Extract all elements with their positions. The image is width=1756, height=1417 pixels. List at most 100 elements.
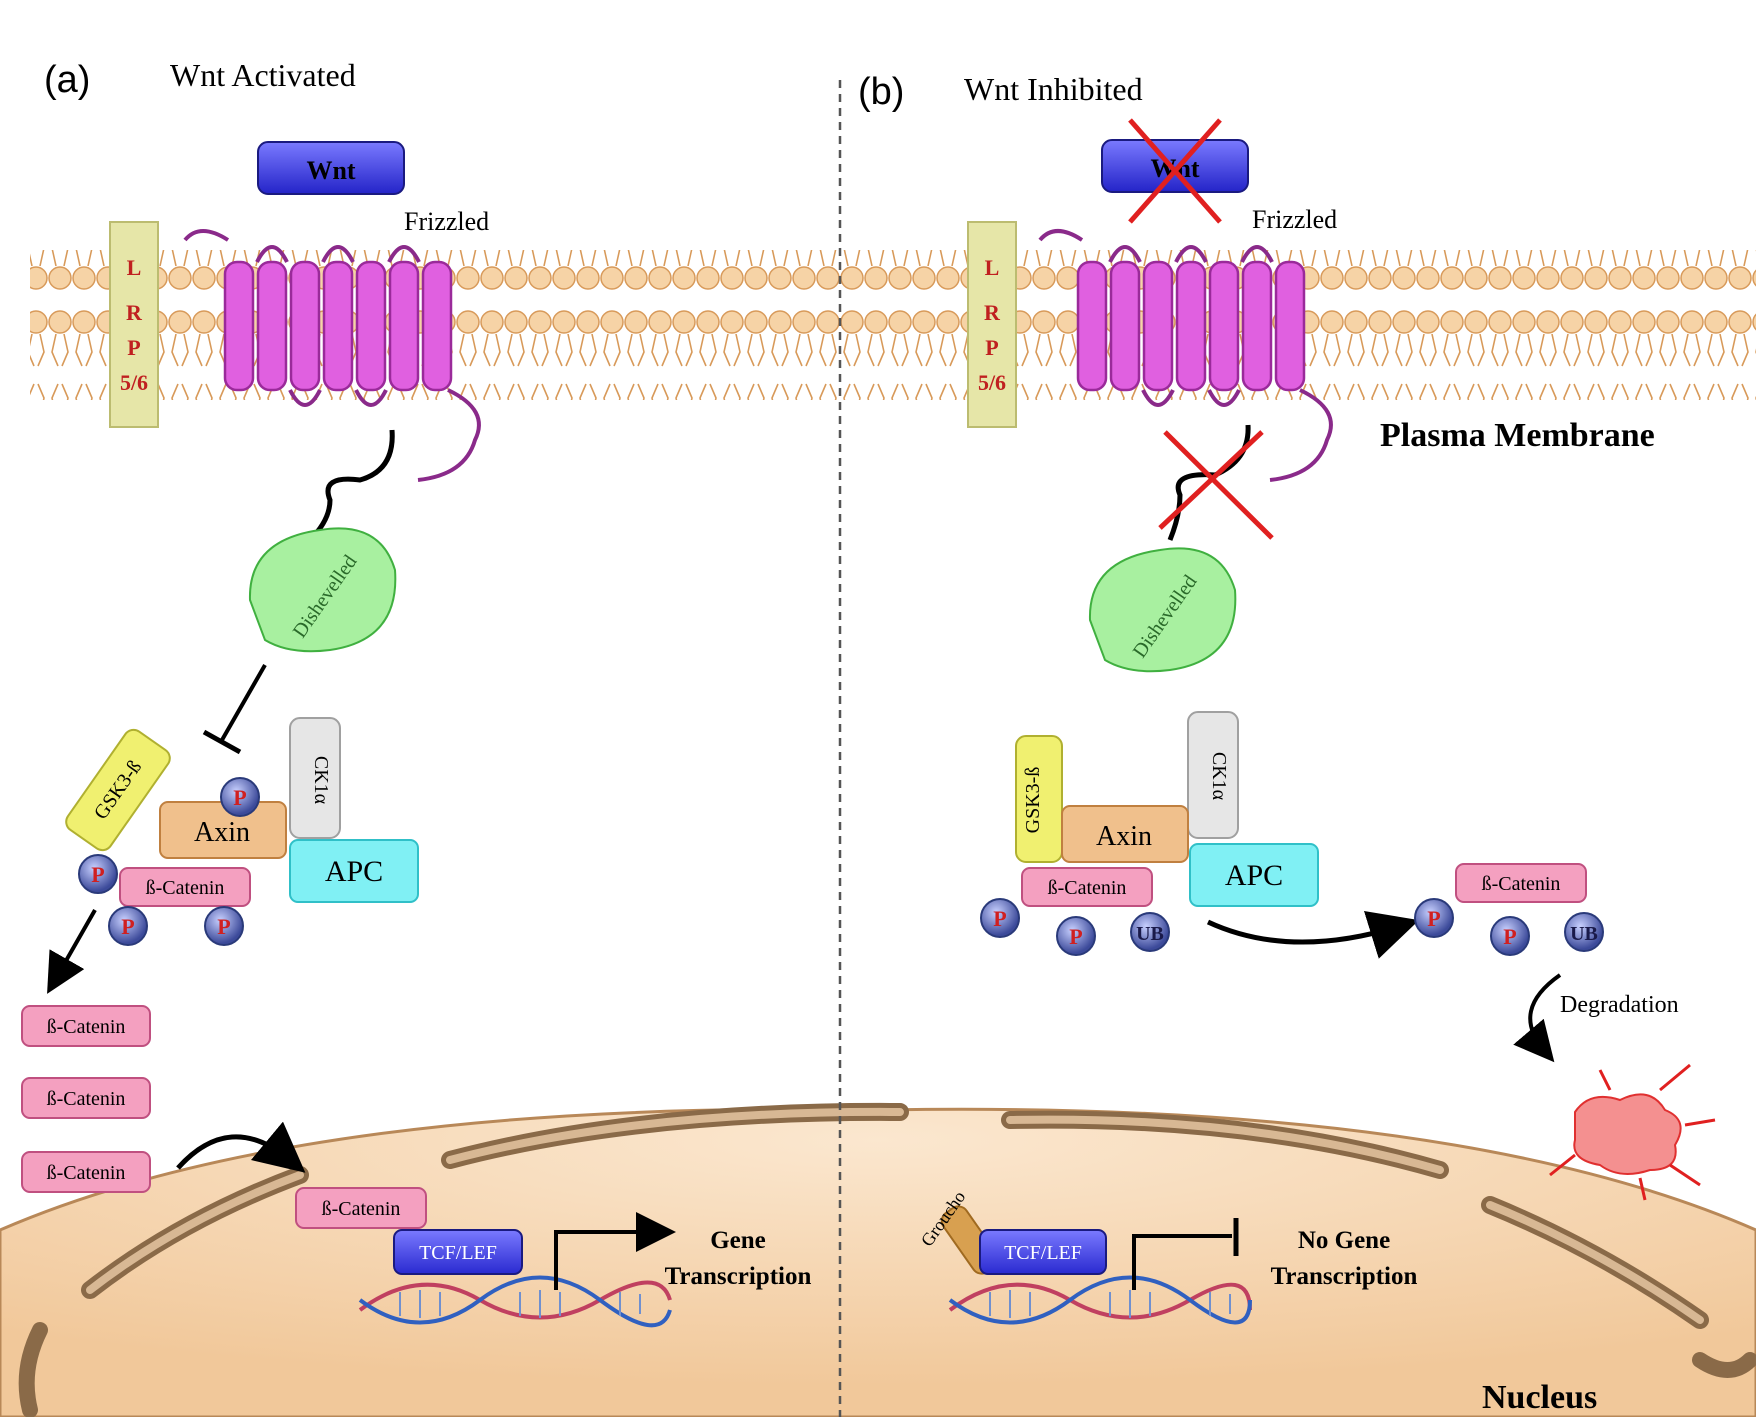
wnt-ligand-b (1101, 139, 1249, 193)
free-beta-catenin-1 (21, 1005, 151, 1047)
release-arrow-a (47, 909, 97, 994)
phospho-a4: P (204, 906, 244, 946)
lrp-b-letter-56: 5/6 (978, 370, 1006, 395)
inhibit-arrow-a (220, 664, 267, 741)
beta-catenin-complex-b (1021, 867, 1153, 907)
svg-text:P: P (121, 914, 134, 939)
dishevelled-protein (248, 527, 397, 653)
gene-label-line1: Gene (710, 1227, 766, 1254)
wnt-ligand (257, 141, 405, 195)
free-beta-catenin-3-label: ß-Catenin (47, 1162, 126, 1184)
wnt-blocked-cross (1128, 118, 1222, 224)
gsk3b-b-label: GSK3-ß (1022, 767, 1044, 834)
plasma-membrane-label: Plasma Membrane (1380, 417, 1655, 454)
degraded-beta-catenin-label: ß-Catenin (1482, 873, 1561, 895)
dishevelled-protein-b (1088, 547, 1237, 673)
beta-catenin-complex-a-label: ß-Catenin (146, 877, 225, 899)
apc-a (289, 839, 419, 903)
svg-text:P: P (1503, 924, 1516, 949)
degradation-transfer-arrow (1206, 910, 1420, 959)
panel-b: (b) Wnt Inhibited Wnt Frizzled L R P 5/6 (858, 71, 1716, 1325)
no-gene-label-line1: No Gene (1298, 1227, 1390, 1254)
svg-text:P: P (233, 785, 246, 810)
free-beta-catenin-2-label: ß-Catenin (47, 1088, 126, 1110)
dna-b (948, 1275, 1252, 1325)
phospho-b3: P (1414, 898, 1454, 938)
svg-text:P: P (91, 862, 104, 887)
svg-text:P: P (1069, 924, 1082, 949)
transcription-block (1132, 1234, 1232, 1290)
ck1-b-label: CK1α (1208, 752, 1230, 801)
panel-b-title: Wnt Inhibited (964, 71, 1143, 107)
tcf-lef-a-label: TCF/LEF (419, 1242, 497, 1264)
lrp-letter-56: 5/6 (120, 370, 148, 395)
panel-a-title: Wnt Activated (170, 57, 356, 93)
panel-a-letter: (a) (44, 59, 90, 101)
link-blocked-cross (1158, 430, 1274, 540)
tcf-lef-a (393, 1229, 523, 1275)
lrp-b-letter-l: L (985, 255, 1000, 280)
ck1-a (289, 717, 341, 839)
dishevelled-link (308, 429, 395, 542)
apc-a-label: APC (325, 855, 383, 888)
beta-catenin-complex-a (119, 867, 251, 907)
degradation-arrow (1513, 973, 1562, 1063)
phospho-a2: P (78, 854, 118, 894)
beta-catenin-complex-b-label: ß-Catenin (1048, 877, 1127, 899)
ubiquitin-b1: UB (1130, 912, 1170, 952)
nucleus-body (0, 1102, 1756, 1417)
panel-a: (a) Wnt Activated Wnt Frizzled L R P 5/6 (21, 57, 812, 1328)
lrp-letter-p: P (127, 335, 140, 360)
svg-text:P: P (217, 914, 230, 939)
phospho-a3: P (108, 906, 148, 946)
ck1-b (1187, 711, 1239, 839)
phospho-b4: P (1490, 916, 1530, 956)
svg-text:UB: UB (1136, 923, 1164, 945)
lrp-letter-r: R (126, 300, 143, 325)
no-gene-label-line2: Transcription (1271, 1263, 1418, 1290)
svg-text:P: P (993, 906, 1006, 931)
panel-b-letter: (b) (858, 71, 904, 113)
nuclear-entry-arrow (176, 1121, 306, 1173)
gene-label-line2: Transcription (665, 1263, 812, 1290)
lrp-receptor-b (967, 221, 1017, 428)
gsk3b-a (65, 728, 171, 852)
axin-b (1061, 805, 1189, 863)
degradation-label: Degradation (1560, 992, 1679, 1018)
svg-text:UB: UB (1570, 923, 1598, 945)
axin-b-label: Axin (1096, 821, 1152, 852)
ubiquitin-b2: UB (1564, 912, 1604, 952)
frizzled-receptor (183, 229, 481, 482)
frizzled-receptor-b (1038, 229, 1333, 482)
dna-a (358, 1275, 672, 1328)
frizzled-label: Frizzled (404, 207, 489, 236)
gsk3b-b (1015, 735, 1063, 863)
apc-b (1189, 843, 1319, 907)
axin-a-label: Axin (194, 817, 250, 848)
phospho-b1: P (980, 898, 1020, 938)
proteasome-burst (1549, 1063, 1716, 1201)
lrp-letter-l: L (127, 255, 142, 280)
plasma-membrane (30, 250, 1756, 400)
degraded-beta-catenin (1455, 863, 1587, 903)
free-beta-catenin-1-label: ß-Catenin (47, 1016, 126, 1038)
phospho-b2: P (1056, 916, 1096, 956)
phospho-a1: P (220, 777, 260, 817)
nuclear-beta-catenin (295, 1187, 427, 1229)
tcf-lef-b-label: TCF/LEF (1004, 1242, 1082, 1264)
ck1-a-label: CK1α (310, 756, 332, 805)
lrp-b-letter-r: R (984, 300, 1001, 325)
apc-b-label: APC (1225, 859, 1283, 892)
free-beta-catenin-2 (21, 1077, 151, 1119)
tcf-lef-b (979, 1229, 1107, 1275)
frizzled-label-b: Frizzled (1252, 205, 1337, 234)
lrp-b-letter-p: P (985, 335, 998, 360)
nucleus-label: Nucleus (1482, 1379, 1597, 1416)
svg-text:P: P (1427, 906, 1440, 931)
transcription-arrow (554, 1212, 676, 1290)
wnt-label: Wnt (306, 156, 355, 185)
destruction-complex-a: CK1α GSK3-ß Axin APC ß-Catenin P P P P (65, 717, 419, 946)
nuclear-beta-catenin-label: ß-Catenin (322, 1198, 401, 1220)
free-beta-catenin-3 (21, 1151, 151, 1193)
